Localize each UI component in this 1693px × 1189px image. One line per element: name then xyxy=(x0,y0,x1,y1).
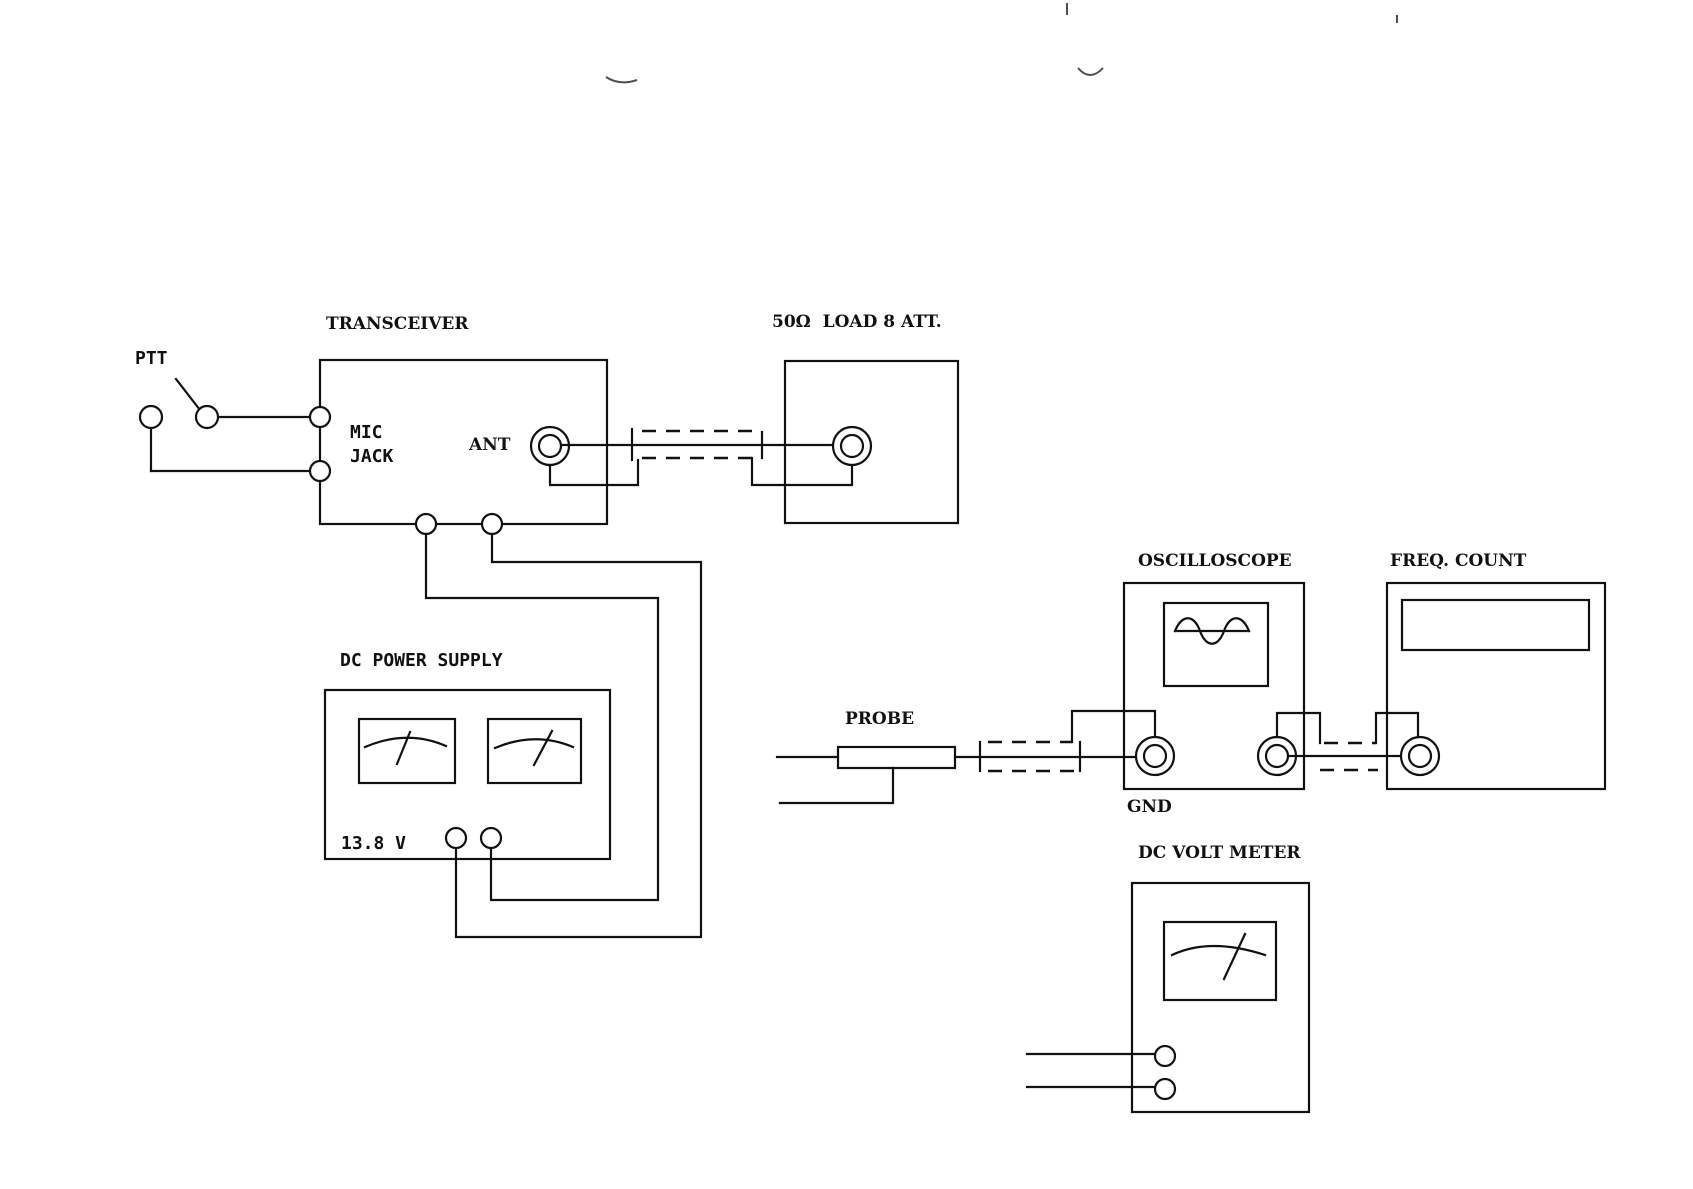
mic-label: MIC xyxy=(350,422,383,443)
gnd-label: GND xyxy=(1127,797,1172,817)
counter-input-inner xyxy=(1409,745,1431,767)
freq-counter-label: FREQ. COUNT xyxy=(1390,551,1527,571)
volt-meter-terminal-1 xyxy=(1155,1046,1175,1066)
probe-label: PROBE xyxy=(845,709,914,729)
ant-label: ANT xyxy=(468,435,511,455)
psu-terminal-2 xyxy=(481,828,501,848)
dc-power-wiring xyxy=(426,534,701,937)
freq-counter-display xyxy=(1402,600,1589,650)
jack-label: JACK xyxy=(350,446,394,467)
ant-connector-inner xyxy=(539,435,561,457)
load-label: 50Ω LOAD 8 ATT. xyxy=(772,312,942,332)
scope-output-inner xyxy=(1266,745,1288,767)
ptt-terminal-1 xyxy=(140,406,162,428)
oscilloscope: OSCILLOSCOPE GND xyxy=(1124,551,1304,817)
meter-2-window xyxy=(488,719,581,783)
ptt-label: PTT xyxy=(135,348,168,369)
volt-meter-needle xyxy=(1224,934,1245,979)
scope-input-inner xyxy=(1144,745,1166,767)
probe-body xyxy=(838,747,955,768)
ptt-switch: PTT xyxy=(135,348,312,471)
probe: PROBE xyxy=(777,709,955,803)
dc-input-terminal-2 xyxy=(482,514,502,534)
load-attenuator: 50Ω LOAD 8 ATT. xyxy=(772,312,958,523)
load-connector-inner xyxy=(841,435,863,457)
coax-scope-to-counter xyxy=(1277,713,1418,770)
ptt-terminal-2 xyxy=(196,406,218,428)
volt-meter-box xyxy=(1132,883,1309,1112)
mic-jack-terminal-2 xyxy=(310,461,330,481)
volt-meter-window xyxy=(1164,922,1276,1000)
frequency-counter: FREQ. COUNT xyxy=(1387,551,1605,789)
volt-meter-label: DC VOLT METER xyxy=(1138,843,1301,863)
volt-meter-scale xyxy=(1172,946,1265,955)
oscilloscope-screen xyxy=(1164,603,1268,686)
ptt-switch-arm xyxy=(176,379,200,410)
meter-2-needle xyxy=(534,731,552,765)
power-supply-label: DC POWER SUPPLY xyxy=(340,650,503,671)
dc-input-terminal-1 xyxy=(416,514,436,534)
voltage-label: 13.8 V xyxy=(341,833,406,854)
volt-meter-terminal-2 xyxy=(1155,1079,1175,1099)
probe-ground-lead xyxy=(780,768,893,803)
mic-jack-terminal-1 xyxy=(310,407,330,427)
dc-volt-meter: DC VOLT METER xyxy=(1027,843,1309,1112)
transceiver: TRANSCEIVER MIC JACK ANT xyxy=(310,314,607,534)
meter-1-window xyxy=(359,719,455,783)
oscilloscope-label: OSCILLOSCOPE xyxy=(1138,551,1292,571)
coax-ant-to-load xyxy=(550,429,852,485)
psu-terminal-1 xyxy=(446,828,466,848)
dc-power-supply: DC POWER SUPPLY 13.8 V xyxy=(325,650,610,859)
transceiver-label: TRANSCEIVER xyxy=(326,314,469,334)
meter-2-scale xyxy=(495,739,573,748)
scan-artifacts xyxy=(606,3,1397,82)
